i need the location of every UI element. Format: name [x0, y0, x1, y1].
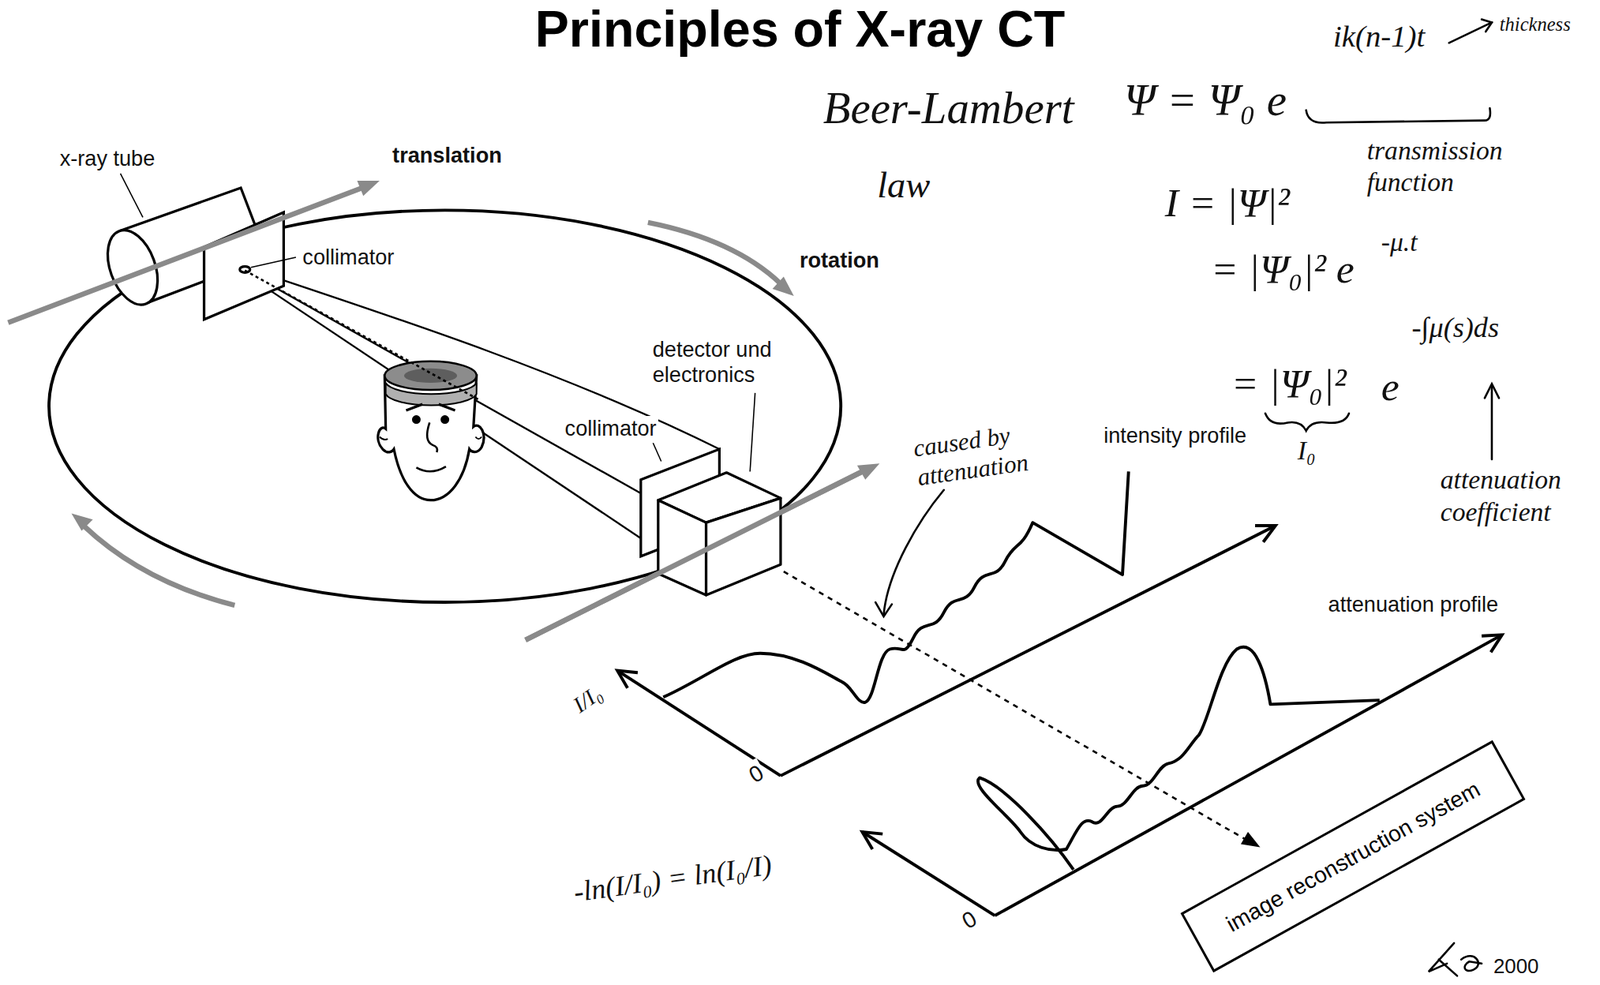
translation-arrow — [525, 471, 863, 640]
handwritten-note: thickness — [1498, 12, 1573, 36]
handwritten-stroke — [1481, 19, 1492, 33]
handwritten-stroke — [884, 490, 945, 615]
data-flow-arrow — [783, 571, 1245, 840]
box-label: image reconstruction system — [1221, 775, 1485, 937]
author-signature — [1428, 943, 1482, 976]
rotation-arrow — [648, 222, 781, 285]
translation-arrow — [525, 471, 863, 640]
rotation-arrowhead — [71, 513, 93, 532]
translation-arrow — [525, 471, 863, 640]
intensity-curve — [663, 471, 1128, 702]
patient-head — [379, 437, 482, 440]
leader-line — [120, 173, 143, 218]
formula-exponent: -∫μ(s)ds — [1410, 311, 1502, 345]
graph-axis — [861, 831, 995, 916]
leader-line — [652, 442, 661, 461]
formula-exponent: ik(n-1)t — [1331, 18, 1427, 56]
data-flow-arrow — [783, 571, 1245, 840]
graph-label: attenuation profile — [1326, 592, 1501, 619]
motion-label: rotation — [798, 247, 881, 274]
formula: = |Ψ₀|² — [1229, 359, 1349, 409]
axis-label: 0 — [955, 903, 983, 935]
fan-beam — [244, 273, 645, 542]
intensity-curve — [663, 471, 1128, 702]
handwritten-note: law — [875, 163, 932, 208]
part-label: x-ray tube — [58, 146, 158, 173]
handwritten-note: attenuation coefficient — [1438, 464, 1596, 529]
handwritten-stroke — [1449, 22, 1492, 43]
patient-head — [244, 270, 484, 501]
formula: I₀ — [1296, 434, 1318, 467]
patient-head — [404, 368, 458, 383]
process-box: image reconstruction system — [1180, 739, 1526, 972]
patient-head — [413, 416, 420, 424]
data-flow-arrowhead — [1240, 831, 1261, 847]
translation-arrowhead — [857, 463, 880, 480]
fan-beam — [244, 267, 720, 450]
patient-head — [378, 375, 484, 501]
patient-head — [406, 404, 456, 411]
rotation-arrowhead — [71, 276, 794, 531]
fan-beam — [244, 270, 653, 501]
detector-box — [658, 472, 781, 596]
formula: e — [1379, 362, 1402, 412]
translation-arrow — [7, 187, 862, 641]
handwritten-note: caused by attenuation — [910, 412, 1073, 493]
graph-axis — [617, 670, 638, 689]
part-label: collimator — [563, 415, 659, 443]
handwritten-note: transmission function — [1365, 134, 1574, 199]
graph-axis — [994, 634, 1502, 916]
translation-arrowhead — [857, 463, 880, 480]
author-signature — [1428, 943, 1482, 976]
formula: I = |Ψ|² — [1163, 178, 1292, 228]
graph-label: intensity profile — [1101, 423, 1248, 450]
motion-label: translation — [390, 142, 504, 169]
translation-arrowhead — [356, 180, 379, 196]
patient-head — [244, 270, 480, 401]
formula-exponent: -μ.t — [1379, 226, 1420, 259]
handwritten-stroke — [1491, 385, 1494, 460]
graph-axis — [861, 831, 883, 850]
formula: -ln(I/I₀) = ln(I₀/I) — [569, 848, 776, 911]
translation-arrowhead — [356, 180, 379, 196]
part-label: collimator — [300, 244, 396, 271]
tube-collimator — [204, 212, 285, 320]
handwritten-stroke — [1265, 413, 1349, 431]
axis-label: 0 — [741, 757, 769, 789]
handwritten-stroke — [875, 602, 892, 617]
graph-axis — [1255, 525, 1276, 543]
graph-axis — [1481, 634, 1503, 652]
handwritten-stroke — [1484, 383, 1499, 398]
detector-box — [658, 500, 707, 596]
formula: = |Ψ₀|² e — [1209, 244, 1357, 294]
patient-head — [415, 466, 446, 472]
axis-label: I/I₀ — [566, 678, 609, 720]
part-label: detector und electronics — [651, 337, 808, 389]
signature-year: 2000 — [1491, 954, 1541, 979]
patient-head — [427, 422, 438, 453]
patient-head — [442, 416, 449, 424]
leader-line — [120, 173, 756, 473]
rotation-arrow — [83, 525, 235, 606]
formula: Ψ = Ψ₀ e — [1122, 73, 1289, 128]
tube-collimator — [204, 212, 285, 320]
leader-line — [749, 393, 755, 473]
handwritten-stroke — [1306, 108, 1491, 123]
patient-head — [384, 361, 476, 390]
leader-line — [251, 257, 297, 268]
graph-axis — [780, 525, 1276, 776]
data-flow-arrowhead — [1240, 831, 1261, 847]
handwritten-note: Beer-Lambert — [821, 81, 1076, 135]
rotation-arrowhead — [772, 276, 795, 297]
